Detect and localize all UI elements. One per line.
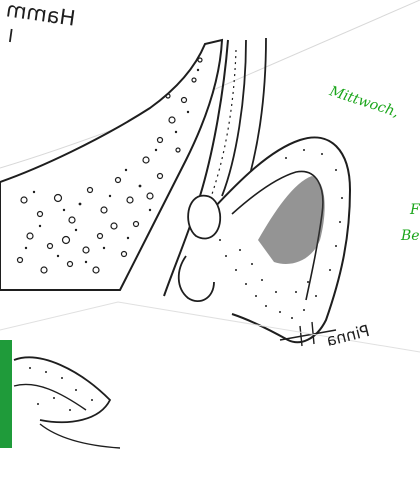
green-edge-marker xyxy=(0,340,12,448)
mastoid-bone-region xyxy=(0,40,222,290)
tragus xyxy=(188,196,220,239)
lower-sketch-curve-2 xyxy=(14,384,86,410)
lower-sketch-curve-1 xyxy=(14,357,110,422)
lower-sketch-curve-3 xyxy=(40,424,120,448)
lower-stipple xyxy=(29,367,93,411)
lobule xyxy=(179,256,214,301)
annotation-be: Be xyxy=(401,228,420,244)
annotation-f: F xyxy=(410,202,420,218)
